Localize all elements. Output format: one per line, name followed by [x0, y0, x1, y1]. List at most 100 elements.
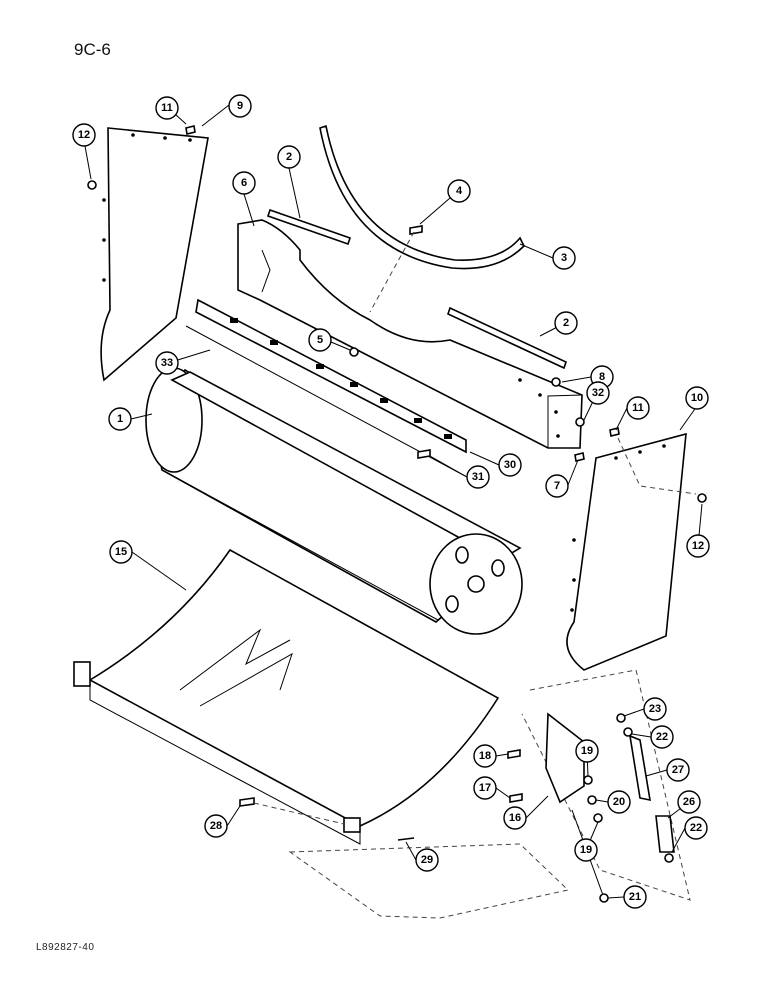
washer-22-lower — [664, 853, 674, 863]
svg-text:26: 26 — [683, 796, 695, 808]
svg-text:30: 30 — [504, 459, 516, 471]
svg-text:20: 20 — [613, 796, 625, 808]
callout-23: 23 — [643, 697, 667, 721]
callout-21: 21 — [623, 885, 647, 909]
svg-text:19: 19 — [581, 745, 593, 757]
angle-bar-tabs — [230, 318, 452, 439]
spring-assembly-outline — [521, 669, 691, 901]
angle-bar — [195, 298, 467, 454]
svg-text:10: 10 — [691, 392, 703, 404]
svg-text:4: 4 — [456, 185, 463, 197]
bolt-7 — [574, 452, 585, 462]
callout-6: 6 — [232, 171, 256, 195]
callout-1: 1 — [108, 407, 132, 431]
svg-text:12: 12 — [692, 540, 704, 552]
washer-22-upper — [623, 727, 633, 737]
strip-2-upper — [266, 208, 352, 246]
svg-text:27: 27 — [672, 764, 684, 776]
svg-text:33: 33 — [161, 357, 173, 369]
callout-18: 18 — [473, 744, 497, 768]
svg-text:11: 11 — [632, 402, 644, 414]
screw-11-right — [609, 427, 620, 437]
image-reference-code: L892827-40 — [36, 942, 95, 953]
svg-text:11: 11 — [161, 102, 173, 114]
strip-2-lower — [447, 306, 567, 370]
svg-text:2: 2 — [286, 151, 292, 163]
callout-20: 20 — [607, 790, 631, 814]
leader-lines — [84, 104, 703, 899]
pin-29 — [397, 837, 415, 841]
callout-19: 19 — [575, 739, 599, 763]
callout-7: 7 — [545, 474, 569, 498]
callout-4: 4 — [447, 179, 471, 203]
spring-27 — [628, 734, 651, 802]
bolt-28-leader — [253, 802, 345, 825]
main-shield — [237, 219, 583, 449]
nut-19-upper — [583, 775, 593, 785]
svg-text:8: 8 — [599, 371, 605, 383]
callout-11: 11 — [626, 396, 650, 420]
nut-23 — [616, 713, 626, 723]
nut-12-left — [87, 180, 97, 190]
page-label: 9C-6 — [74, 40, 111, 59]
screw-11-left — [185, 125, 196, 135]
callout-22: 22 — [650, 725, 674, 749]
bolt-4-leader — [369, 231, 415, 313]
callout-17: 17 — [473, 776, 497, 800]
drum — [145, 367, 523, 635]
callout-10: 10 — [685, 386, 709, 410]
svg-text:32: 32 — [592, 387, 604, 399]
svg-text:21: 21 — [629, 891, 641, 903]
callout-5: 5 — [308, 328, 332, 352]
callout-29: 29 — [415, 848, 439, 872]
curved-strip — [319, 124, 525, 270]
nut-19-lower — [593, 813, 603, 823]
callout-12: 12 — [72, 123, 96, 147]
callout-15: 15 — [109, 540, 133, 564]
callout-3: 3 — [552, 246, 576, 270]
svg-text:16: 16 — [509, 812, 521, 824]
svg-text:22: 22 — [656, 731, 668, 743]
bolt-31 — [417, 449, 431, 459]
callout-32: 32 — [586, 381, 610, 405]
svg-text:15: 15 — [115, 546, 127, 558]
callout-12: 12 — [686, 534, 710, 558]
svg-text:29: 29 — [421, 854, 433, 866]
svg-text:18: 18 — [479, 750, 491, 762]
svg-text:9: 9 — [237, 100, 243, 112]
nut-21 — [599, 893, 609, 903]
callout-27: 27 — [666, 758, 690, 782]
svg-text:23: 23 — [649, 703, 661, 715]
svg-text:2: 2 — [563, 317, 569, 329]
svg-text:7: 7 — [554, 480, 560, 492]
bolt-28 — [239, 797, 255, 807]
washer-20 — [587, 795, 597, 805]
nut-8 — [551, 377, 561, 387]
left-side-sheet — [100, 127, 209, 382]
callout-26: 26 — [677, 790, 701, 814]
lower-curved-sheet — [73, 548, 500, 845]
callout-2: 2 — [277, 145, 301, 169]
svg-text:17: 17 — [479, 782, 491, 794]
svg-text:28: 28 — [210, 820, 222, 832]
svg-text:6: 6 — [241, 177, 247, 189]
svg-text:3: 3 — [561, 252, 567, 264]
callout-30: 30 — [498, 453, 522, 477]
hardware-leader-right — [617, 437, 697, 495]
nut-12-right — [697, 493, 707, 503]
callout-2: 2 — [554, 311, 578, 335]
svg-text:19: 19 — [580, 844, 592, 856]
callout-31: 31 — [466, 465, 490, 489]
right-side-sheet — [566, 432, 687, 671]
callout-9: 9 — [228, 94, 252, 118]
rod-33 — [185, 325, 481, 485]
callout-28: 28 — [204, 814, 228, 838]
bolt-32 — [575, 417, 585, 427]
callout-33: 33 — [155, 351, 179, 375]
callout-22: 22 — [684, 816, 708, 840]
callout-19: 19 — [574, 838, 598, 862]
bolt-4 — [409, 225, 423, 235]
nut-5 — [349, 347, 359, 357]
callout-11: 11 — [155, 96, 179, 120]
